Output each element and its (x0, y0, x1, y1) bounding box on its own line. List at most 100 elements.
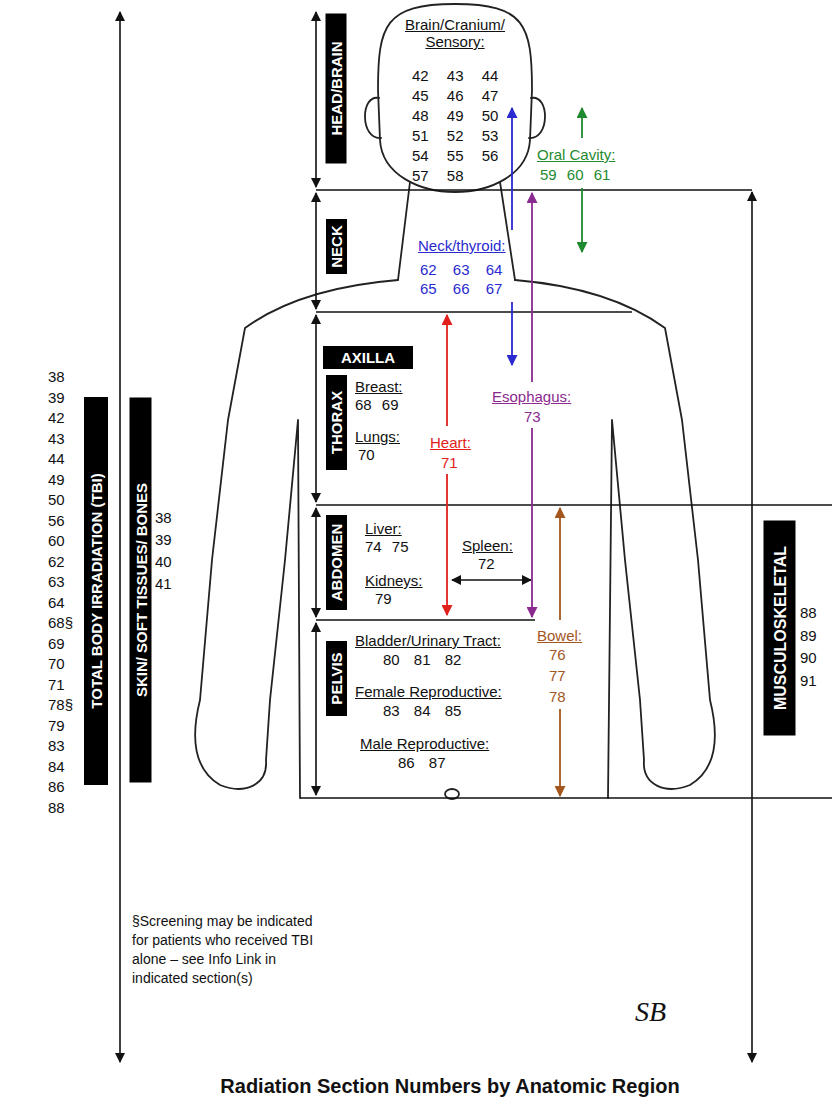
region-band: MUSCULOSKELETAL (763, 521, 795, 736)
band-label: PELVIS (328, 652, 345, 704)
region-band: TOTAL BODY IRRADIATION (TBI) (84, 397, 108, 785)
organ-label: Breast: (355, 378, 403, 395)
section-number: 76 (549, 646, 566, 663)
section-number: 86 87 (398, 754, 446, 771)
section-number: 38 (155, 509, 172, 526)
head-outline (378, 4, 532, 192)
right-shoulder-arm (515, 280, 715, 798)
section-number: 62 63 64 (420, 261, 502, 278)
section-number: 78§ (48, 696, 73, 713)
right-ear (529, 98, 545, 138)
region-line (316, 619, 535, 621)
organ-label: Neck/thyroid: (418, 237, 506, 254)
section-number: 72 (478, 555, 495, 572)
section-number: 57 58 (412, 167, 464, 184)
section-number: 38 (48, 368, 65, 385)
region-line (316, 189, 752, 191)
organ-label: Kidneys: (365, 572, 423, 589)
band-label: SKIN/ SOFT TISSUES/ BONES (132, 483, 149, 697)
section-number: 83 84 85 (383, 702, 461, 719)
section-number: 48 49 50 (412, 107, 498, 124)
esophagus-arrow (531, 428, 533, 617)
organ-label: Esophagus: (492, 388, 571, 405)
section-number: 39 (48, 389, 65, 406)
span-arrow (751, 192, 753, 1062)
band-label: MUSCULOSKELETAL (771, 546, 788, 710)
bracket-arrow (315, 508, 317, 617)
section-number: 71 (48, 676, 65, 693)
section-number: 40 (155, 553, 172, 570)
section-number: 90 (800, 649, 817, 666)
section-number: 89 (800, 627, 817, 644)
section-number: 77 (549, 667, 566, 684)
section-number: 78 (549, 688, 566, 705)
section-number: 59 60 61 (540, 166, 610, 183)
footnote: §Screening may be indicated for patients… (132, 912, 322, 988)
region-band: HEAD/BRAIN (326, 13, 347, 163)
section-number: 42 43 44 (412, 67, 498, 84)
organ-label: Bowel: (537, 627, 582, 644)
section-number: 65 66 67 (420, 280, 502, 297)
section-number: 68 69 (355, 396, 399, 413)
organ-label: Male Reproductive: (360, 735, 489, 752)
neck-arrow (511, 108, 513, 230)
section-number: 74 75 (365, 538, 409, 555)
section-number: 62 (48, 553, 65, 570)
section-number: 80 81 82 (383, 651, 461, 668)
bracket-arrow (315, 12, 317, 187)
region-band: ABDOMEN (326, 515, 347, 610)
organ-label: Heart: (430, 434, 471, 451)
section-number: 50 (48, 491, 65, 508)
section-number: 69 (48, 635, 65, 652)
heart-arrow (446, 474, 448, 615)
spleen-arrow (452, 579, 531, 581)
heart-arrow (446, 315, 448, 426)
section-number: 42 (48, 409, 65, 426)
organ-label: Bladder/Urinary Tract: (355, 632, 501, 649)
signature: SB (635, 996, 666, 1028)
section-number: 63 (48, 573, 65, 590)
band-label: HEAD/BRAIN (328, 41, 345, 135)
bowel-arrow (559, 709, 561, 796)
section-number: 45 46 47 (412, 87, 498, 104)
section-number: 71 (441, 454, 458, 471)
section-number: 43 (48, 430, 65, 447)
section-number: 86 (48, 778, 65, 795)
section-number: 51 52 53 (412, 127, 498, 144)
section-number: 49 (48, 471, 65, 488)
region-band: PELVIS (326, 641, 347, 716)
section-number: 54 55 56 (412, 147, 498, 164)
region-line (316, 311, 632, 313)
bracket-arrow (315, 193, 317, 309)
diagram-title: Radiation Section Numbers by Anatomic Re… (130, 1074, 770, 1098)
section-number: 70 (48, 655, 65, 672)
section-number: 56 (48, 512, 65, 529)
bracket-arrow (315, 623, 317, 795)
band-label: THORAX (328, 390, 345, 453)
region-band: THORAX (326, 375, 347, 470)
region-band: NECK (326, 219, 347, 274)
organ-label: Spleen: (462, 537, 513, 554)
section-number: 41 (155, 575, 172, 592)
section-number: 39 (155, 531, 172, 548)
esophagus-arrow (531, 193, 533, 382)
section-number: 91 (800, 672, 817, 689)
oral-arrow (581, 188, 583, 252)
section-number: 83 (48, 737, 65, 754)
organ-label: Brain/Cranium/ Sensory: (400, 16, 510, 50)
left-ear (365, 98, 381, 138)
section-number: 79 (375, 590, 392, 607)
section-number: 64 (48, 594, 65, 611)
section-number: 88 (48, 799, 65, 816)
section-number: 88 (800, 604, 817, 621)
organ-label: Lungs: (355, 428, 400, 445)
section-number: 79 (48, 717, 65, 734)
region-band: AXILLA (323, 346, 413, 369)
organ-label: Female Reproductive: (355, 683, 502, 700)
organ-label: Oral Cavity: (537, 146, 615, 163)
section-number: 44 (48, 450, 65, 467)
region-band: SKIN/ SOFT TISSUES/ BONES (129, 398, 151, 783)
section-number: 73 (524, 408, 541, 425)
section-number: 68§ (48, 614, 73, 631)
band-label: TOTAL BODY IRRADIATION (TBI) (88, 473, 105, 708)
